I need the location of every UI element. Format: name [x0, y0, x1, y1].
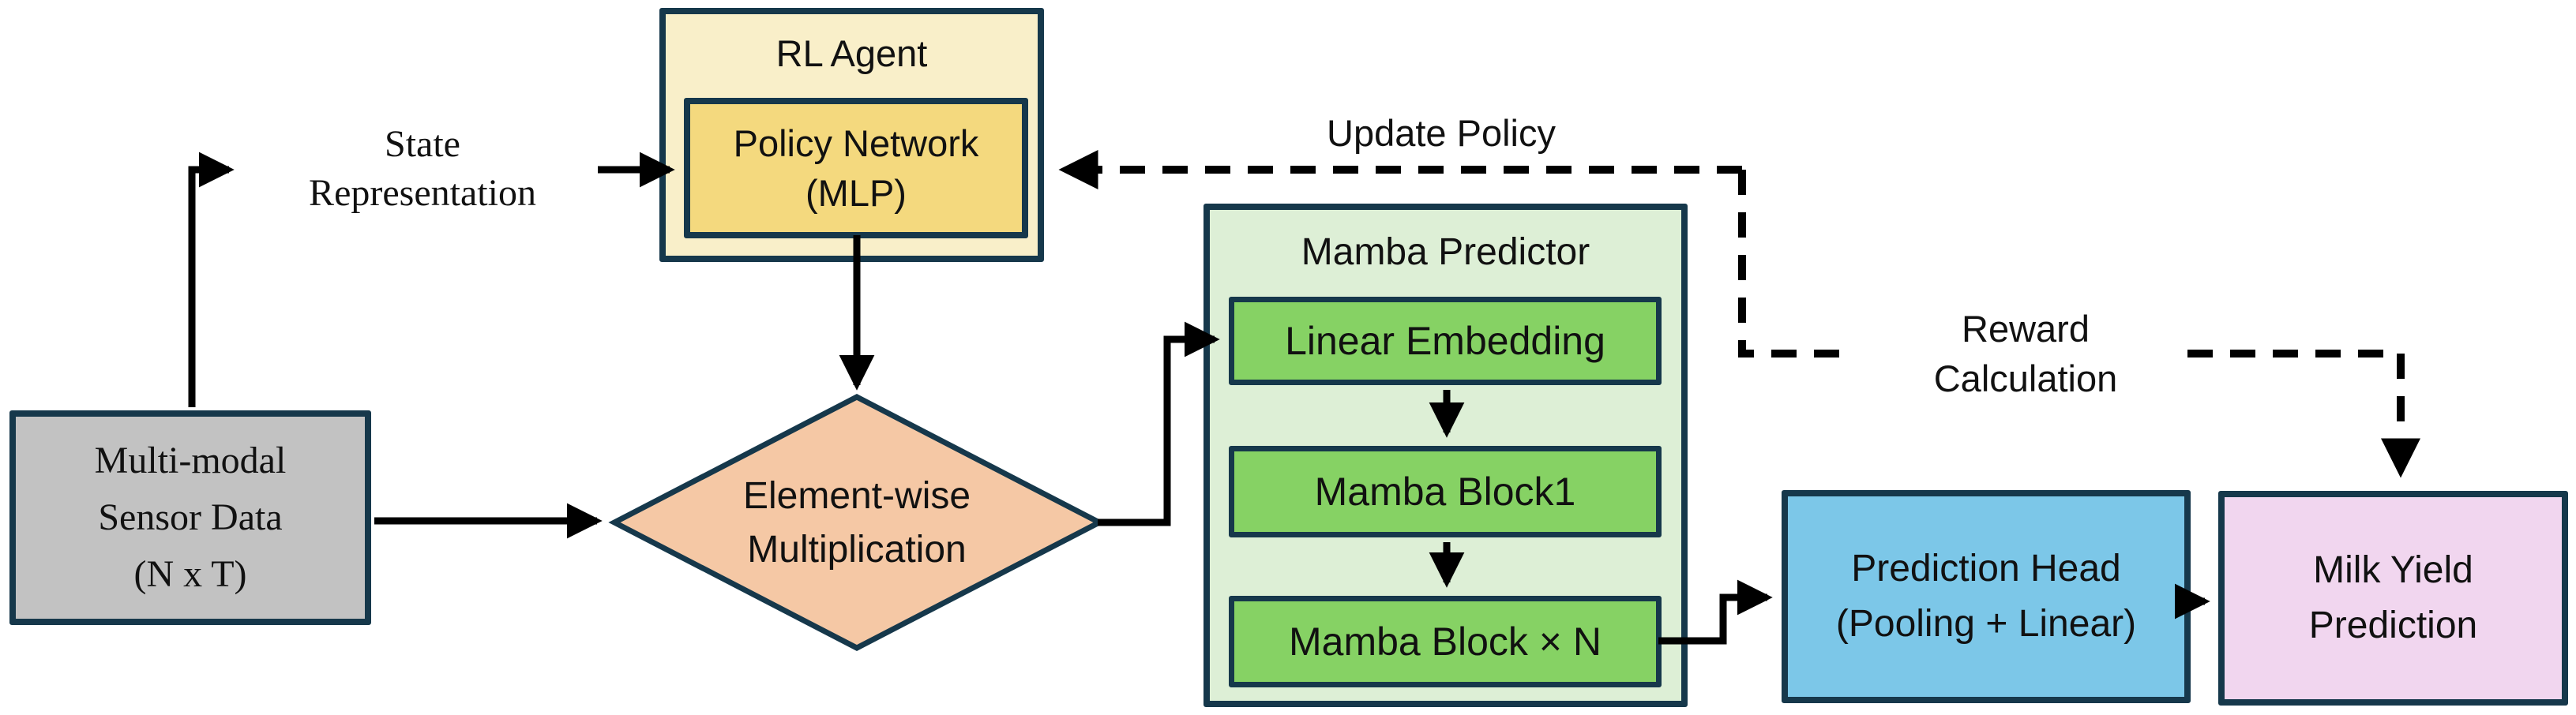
update-policy-label: Update Policy: [1327, 111, 1556, 154]
mamba-block1-label: Mamba Block1: [1314, 470, 1576, 514]
reward-calculation-label: Reward Calculation: [1933, 307, 2118, 399]
node-linear-embedding: Linear Embedding: [1229, 297, 1662, 385]
state-representation-label: State Representation: [309, 122, 536, 214]
linear-embedding-label: Linear Embedding: [1285, 319, 1605, 363]
elementwise-multiply-label: Element-wise Multiplication: [742, 475, 971, 571]
node-multimodal-sensor-data: Multi-modal Sensor Data (N x T): [9, 410, 371, 625]
milk-yield-label: Milk Yield Prediction: [2308, 549, 2478, 646]
node-milk-yield-prediction: Milk Yield Prediction: [2218, 491, 2568, 706]
prediction-head-label: Prediction Head (Pooling + Linear): [1835, 548, 2137, 645]
mamba-predictor-title: Mamba Predictor: [1301, 231, 1590, 273]
policy-network-label: Policy Network (MLP): [733, 122, 979, 214]
rl-agent-title: RL Agent: [775, 32, 928, 74]
node-mamba-block1: Mamba Block1: [1229, 446, 1662, 537]
node-mamba-block-n: Mamba Block × N: [1229, 596, 1662, 687]
node-prediction-head: Prediction Head (Pooling + Linear): [1782, 490, 2191, 703]
mamba-block-n-label: Mamba Block × N: [1289, 620, 1602, 664]
sensor-data-label: Multi-modal Sensor Data (N x T): [94, 440, 287, 595]
